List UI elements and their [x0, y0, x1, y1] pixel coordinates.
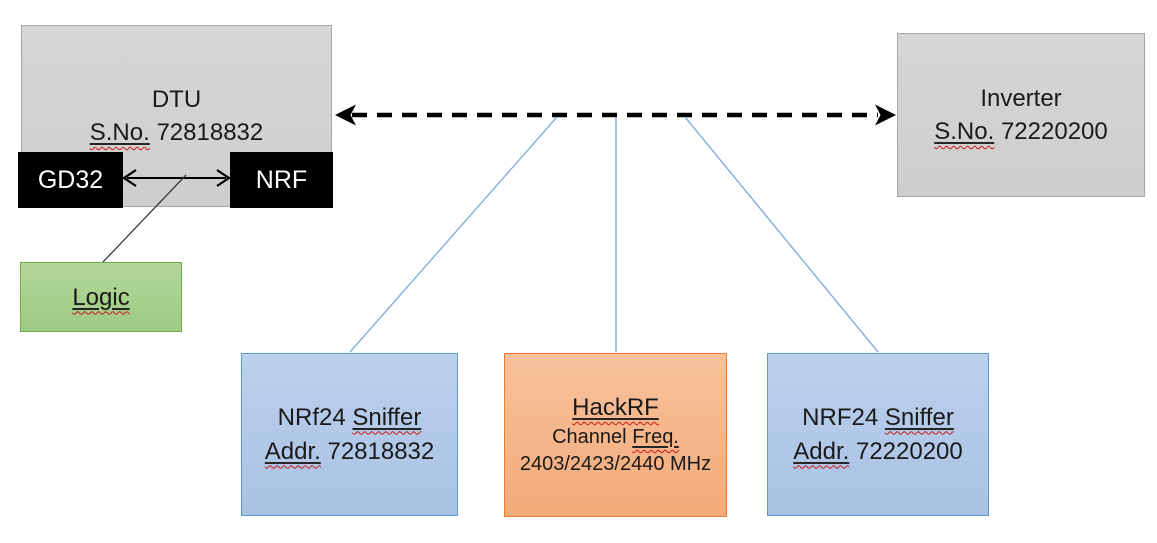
logic-box: Logic — [20, 262, 182, 332]
sniffer-left-model: NRf24 — [277, 403, 346, 431]
hackrf-title: HackRF — [572, 394, 659, 421]
inverter-serial-line: S.No. 72220200 — [934, 115, 1107, 148]
gd32-chip-label: GD32 — [37, 165, 104, 194]
logic-label-line: Logic — [72, 281, 129, 314]
dtu-title: DTU — [151, 86, 202, 113]
dtu-inverter-dashed-arrow — [335, 104, 896, 126]
sniffer-right-addr-label: Addr. — [793, 437, 850, 465]
sniffer-left-address: 72818832 — [327, 437, 435, 465]
sniffer-left-addr-label: Addr. — [264, 437, 321, 465]
inverter-serial-number: 72220200 — [1000, 118, 1108, 145]
sniffer-right-title: NRF24 Sniffer — [802, 401, 954, 435]
inverter-box: Inverter S.No. 72220200 — [897, 33, 1145, 197]
sniffer-right-address-line: Addr. 72220200 — [793, 435, 963, 469]
gd32-chip: GD32 — [18, 152, 123, 208]
hackrf-channel-line: Channel Freq. — [552, 424, 679, 451]
logic-label: Logic — [72, 283, 130, 311]
sniffer-left-type: Sniffer — [352, 403, 422, 431]
arrowhead-left-icon — [335, 104, 356, 126]
sniffer-left-box: NRf24 Sniffer Addr. 72818832 — [241, 353, 458, 516]
sniffer-left-address-line: Addr. 72818832 — [265, 435, 435, 469]
nrf-chip: NRF — [230, 152, 333, 208]
nrf-chip-label: NRF — [255, 165, 308, 194]
sniffer-right-address: 72220200 — [855, 437, 963, 465]
hackrf-frequencies: 2403/2423/2440 MHz — [519, 453, 712, 475]
link-to-sniffer-right-line — [684, 116, 879, 353]
dtu-serial-line: S.No. 72818832 — [90, 116, 263, 149]
dtu-sno-label: S.No. — [89, 119, 150, 146]
sniffer-right-model: NRF24 — [802, 403, 879, 431]
sniffer-right-box: NRF24 Sniffer Addr. 72220200 — [767, 353, 989, 516]
link-to-sniffer-left-line — [349, 116, 558, 353]
dtu-serial-number: 72818832 — [156, 119, 264, 146]
sniffer-left-title: NRf24 Sniffer — [278, 401, 422, 435]
arrowhead-right-icon — [875, 104, 896, 126]
inverter-title: Inverter — [980, 85, 1062, 112]
sniffer-right-type: Sniffer — [884, 403, 954, 431]
hackrf-box: HackRF Channel Freq. 2403/2423/2440 MHz — [504, 353, 727, 517]
hackrf-channel-word: Channel — [552, 426, 627, 448]
hackrf-freq-word: Freq. — [632, 426, 679, 448]
inverter-sno-label: S.No. — [934, 118, 995, 145]
